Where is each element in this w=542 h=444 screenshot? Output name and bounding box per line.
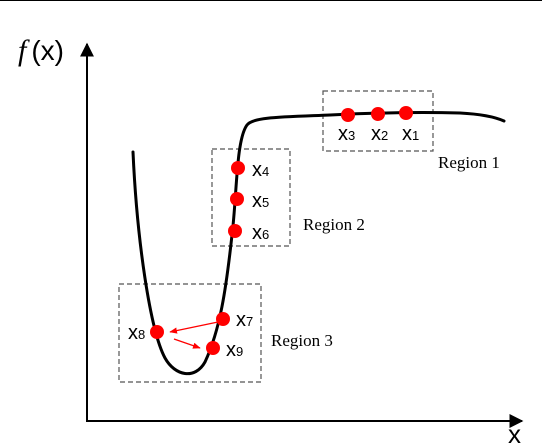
- y-axis-label-f: f: [18, 34, 30, 67]
- label-x7: x7: [236, 309, 253, 331]
- region-1-box: [322, 90, 434, 152]
- label-x1: x1: [402, 123, 419, 145]
- arrow-x8-to-x9: [173, 338, 201, 349]
- point-x3: [341, 108, 355, 122]
- point-x6: [228, 224, 242, 238]
- point-x5: [230, 192, 244, 206]
- point-x8: [150, 325, 164, 339]
- region-1-label: Region 1: [438, 153, 500, 172]
- label-x3: x3: [338, 123, 355, 145]
- region-2-box: [211, 148, 291, 247]
- point-x9: [206, 341, 220, 355]
- region-2-label: Region 2: [303, 215, 365, 234]
- label-x2: x2: [371, 123, 388, 145]
- y-axis-label-arg: (x): [31, 35, 64, 66]
- point-x4: [231, 161, 245, 175]
- top-border-line: [0, 0, 542, 1]
- label-x5: x5: [252, 190, 269, 212]
- region-3-label: Region 3: [271, 331, 333, 350]
- label-x6: x6: [252, 222, 269, 244]
- y-axis-label: f(x): [18, 34, 64, 67]
- point-x1: [399, 106, 413, 120]
- label-x9: x9: [226, 339, 243, 361]
- point-x7: [216, 312, 230, 326]
- point-x2: [371, 107, 385, 121]
- arrow-x7-to-x8: [169, 321, 219, 334]
- x-axis-label: x: [508, 419, 521, 444]
- label-x4: x4: [252, 159, 269, 181]
- label-x8: x8: [128, 322, 145, 344]
